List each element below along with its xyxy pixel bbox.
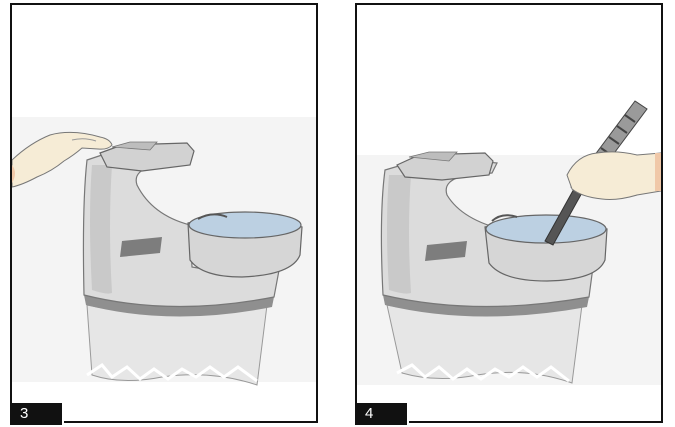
device-bowl-cleaning-illustration	[357, 5, 661, 423]
device-lid-press-illustration	[12, 5, 316, 423]
instruction-panel-step-4: 4	[355, 3, 663, 423]
device-pedestal	[387, 305, 582, 383]
step-number-label: 4	[355, 403, 407, 425]
panel-bottom-rule	[409, 421, 663, 423]
instruction-panel-step-3: 3	[10, 3, 318, 423]
step-number-label: 3	[10, 403, 62, 425]
device-body-shade	[90, 165, 112, 294]
device-body-shade	[387, 175, 411, 294]
gloved-hand	[567, 152, 661, 200]
hand-wrist	[655, 153, 661, 191]
panel-bottom-rule	[64, 421, 318, 423]
